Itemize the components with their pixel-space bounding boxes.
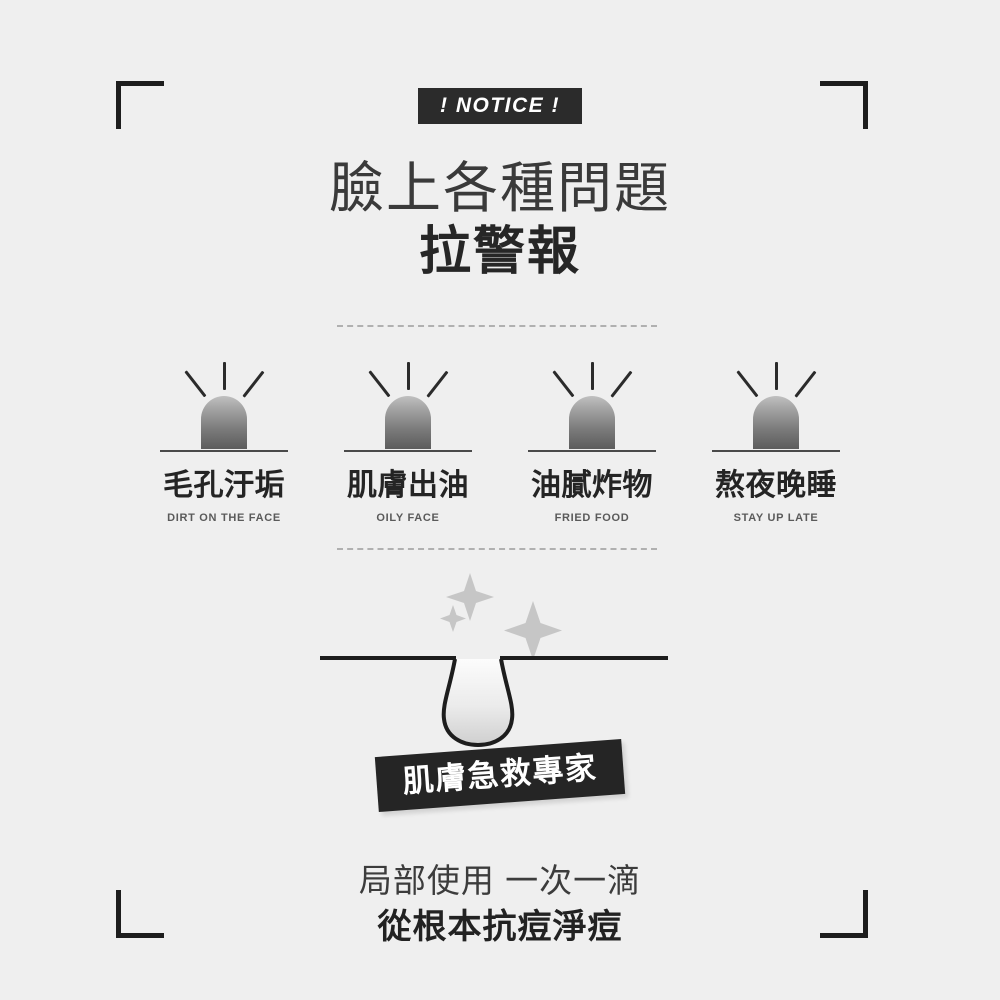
dashed-divider-top [337, 325, 657, 327]
problem-title: 毛孔汙垢 [163, 469, 285, 502]
siren-dome-icon [569, 396, 615, 449]
list-item: 毛孔汙垢 DIRT ON THE FACE [150, 360, 298, 524]
siren-dome-icon [753, 396, 799, 449]
sparkle-large-icon [504, 601, 562, 660]
siren-ray-right-icon [794, 370, 817, 398]
problem-list: 毛孔汙垢 DIRT ON THE FACE 肌膚出油 OILY FACE [150, 360, 850, 524]
problem-title: 熬夜晚睡 [715, 469, 837, 502]
headline-line-1: 臉上各種問題 [328, 157, 671, 219]
corner-bracket-top-right [820, 81, 868, 129]
siren-ray-center-icon [775, 362, 778, 390]
siren-icon [702, 360, 850, 455]
siren-icon [518, 360, 666, 455]
corner-bracket-bottom-right [820, 890, 868, 938]
list-item: 熬夜晚睡 STAY UP LATE [702, 360, 850, 524]
sparkle-small-icon [440, 605, 466, 632]
footer-line-1: 局部使用 一次一滴 [358, 862, 642, 899]
dashed-divider-bottom [337, 548, 657, 550]
corner-bracket-bottom-left [116, 890, 164, 938]
siren-dome-icon [385, 396, 431, 449]
list-item: 肌膚出油 OILY FACE [334, 360, 482, 524]
pore-illustration [300, 565, 700, 755]
footer-line-2: 從根本抗痘淨痘 [377, 908, 623, 947]
problem-title: 油膩炸物 [531, 469, 653, 502]
siren-baseline [160, 449, 288, 452]
sparkle-group-icon [440, 573, 562, 660]
headline-line-2: 拉警報 [418, 222, 581, 281]
headline-block: 臉上各種問題 拉警報 [0, 158, 1000, 283]
siren-ray-center-icon [591, 362, 594, 390]
siren-dome-icon [201, 396, 247, 449]
problem-subtitle: FRIED FOOD [554, 511, 630, 524]
siren-ray-center-icon [223, 362, 226, 390]
siren-icon [150, 360, 298, 455]
siren-ray-left-icon [368, 370, 391, 398]
pore-cavity-fill [443, 659, 513, 745]
siren-ray-right-icon [426, 370, 449, 398]
siren-baseline [712, 449, 840, 452]
siren-baseline [528, 449, 656, 452]
siren-ray-left-icon [736, 370, 759, 398]
siren-ray-left-icon [552, 370, 575, 398]
sparkle-medium-icon [446, 573, 494, 621]
footer-block: 局部使用 一次一滴 從根本抗痘淨痘 [0, 860, 1000, 949]
siren-icon [334, 360, 482, 455]
siren-baseline [344, 449, 472, 452]
problem-subtitle: STAY UP LATE [733, 511, 819, 524]
problem-subtitle: OILY FACE [376, 511, 440, 524]
siren-ray-right-icon [610, 370, 633, 398]
problem-title: 肌膚出油 [347, 469, 469, 502]
siren-ray-center-icon [407, 362, 410, 390]
notice-badge: ! NOTICE ! [418, 88, 582, 124]
corner-bracket-top-left [116, 81, 164, 129]
siren-ray-left-icon [184, 370, 207, 398]
siren-ray-right-icon [242, 370, 265, 398]
problem-subtitle: DIRT ON THE FACE [167, 511, 281, 524]
list-item: 油膩炸物 FRIED FOOD [518, 360, 666, 524]
pore-svg [320, 573, 668, 748]
pore-outline [441, 658, 515, 748]
